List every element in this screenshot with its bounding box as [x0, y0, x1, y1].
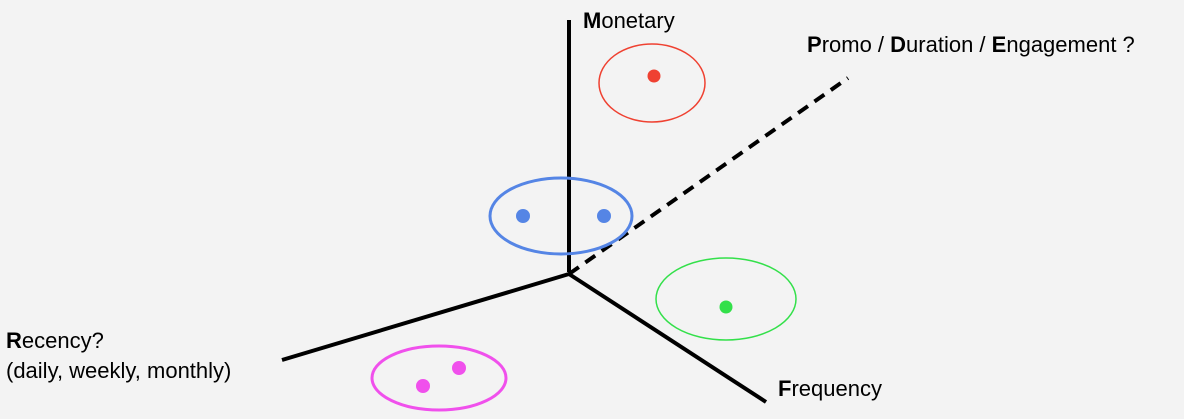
recency-label: Recency? [6, 328, 104, 353]
recency-subtitle: (daily, weekly, monthly) [6, 358, 232, 383]
recency-axis [281, 272, 570, 362]
frequency-axis [567, 272, 768, 404]
green-cluster-point [719, 300, 733, 314]
red-cluster-ellipse [598, 43, 706, 123]
frequency-label: Frequency [778, 376, 882, 401]
extra-dimension-label: Promo / Duration / Engagement ? [807, 32, 1135, 57]
extra-dimension-axis [567, 76, 850, 276]
blue-cluster-point [597, 209, 611, 223]
blue-cluster-point [516, 209, 530, 223]
magenta-cluster-ellipse [370, 344, 508, 412]
blue-cluster-ellipse [488, 176, 634, 256]
monetary-label: Monetary [583, 8, 675, 33]
green-cluster-ellipse [655, 257, 797, 341]
red-cluster-point [647, 69, 661, 83]
magenta-cluster-point [452, 361, 466, 375]
magenta-cluster-point [416, 379, 430, 393]
